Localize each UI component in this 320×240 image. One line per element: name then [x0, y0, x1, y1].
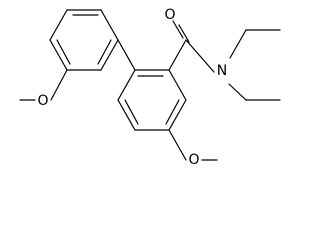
- bond-ring2-left-lower: [117, 99, 136, 131]
- bond-ring2-upper-left: [117, 69, 136, 101]
- bond-ring2-right-lower-inner: [165, 99, 180, 125]
- bond-ring1-lower-left: [49, 39, 68, 71]
- bond-ring1-lower-right-inner: [97, 39, 112, 65]
- bond-nitrogen-to-upper-ethyl: [229, 29, 247, 59]
- bond-ring1-lower-right: [100, 39, 119, 71]
- bond-lower-ring-to-oxygen: [168, 129, 187, 161]
- bond-ring1-upper-left: [49, 9, 68, 41]
- bond-nitrogen-to-lower-ethyl: [228, 83, 247, 101]
- bond-ring2-left-lower-inner: [124, 99, 139, 125]
- atom-label-lower-methoxy-oxygen: O: [188, 152, 199, 168]
- bond-carbonyl-double-a: [172, 20, 184, 39]
- structure-diagram: O N O O: [19, 7, 281, 168]
- bond-ring-to-carbonyl: [168, 39, 187, 71]
- bond-ring1-lower-left-inner: [56, 39, 71, 65]
- bond-carbonyl-to-nitrogen: [185, 39, 215, 73]
- bond-ring1-upper-right: [100, 9, 119, 41]
- bond-ring2-right-upper: [168, 69, 187, 101]
- atom-label-upper-methoxy-oxygen: O: [37, 93, 48, 109]
- bond-ring2-right-lower: [168, 99, 187, 131]
- atom-label-carbonyl-oxygen: O: [164, 7, 175, 23]
- bond-carbonyl-double-b: [178, 24, 190, 43]
- bond-biaryl: [117, 39, 136, 71]
- atom-label-amide-nitrogen: N: [217, 63, 227, 79]
- bond-upper-ring-to-oxygen: [50, 69, 68, 101]
